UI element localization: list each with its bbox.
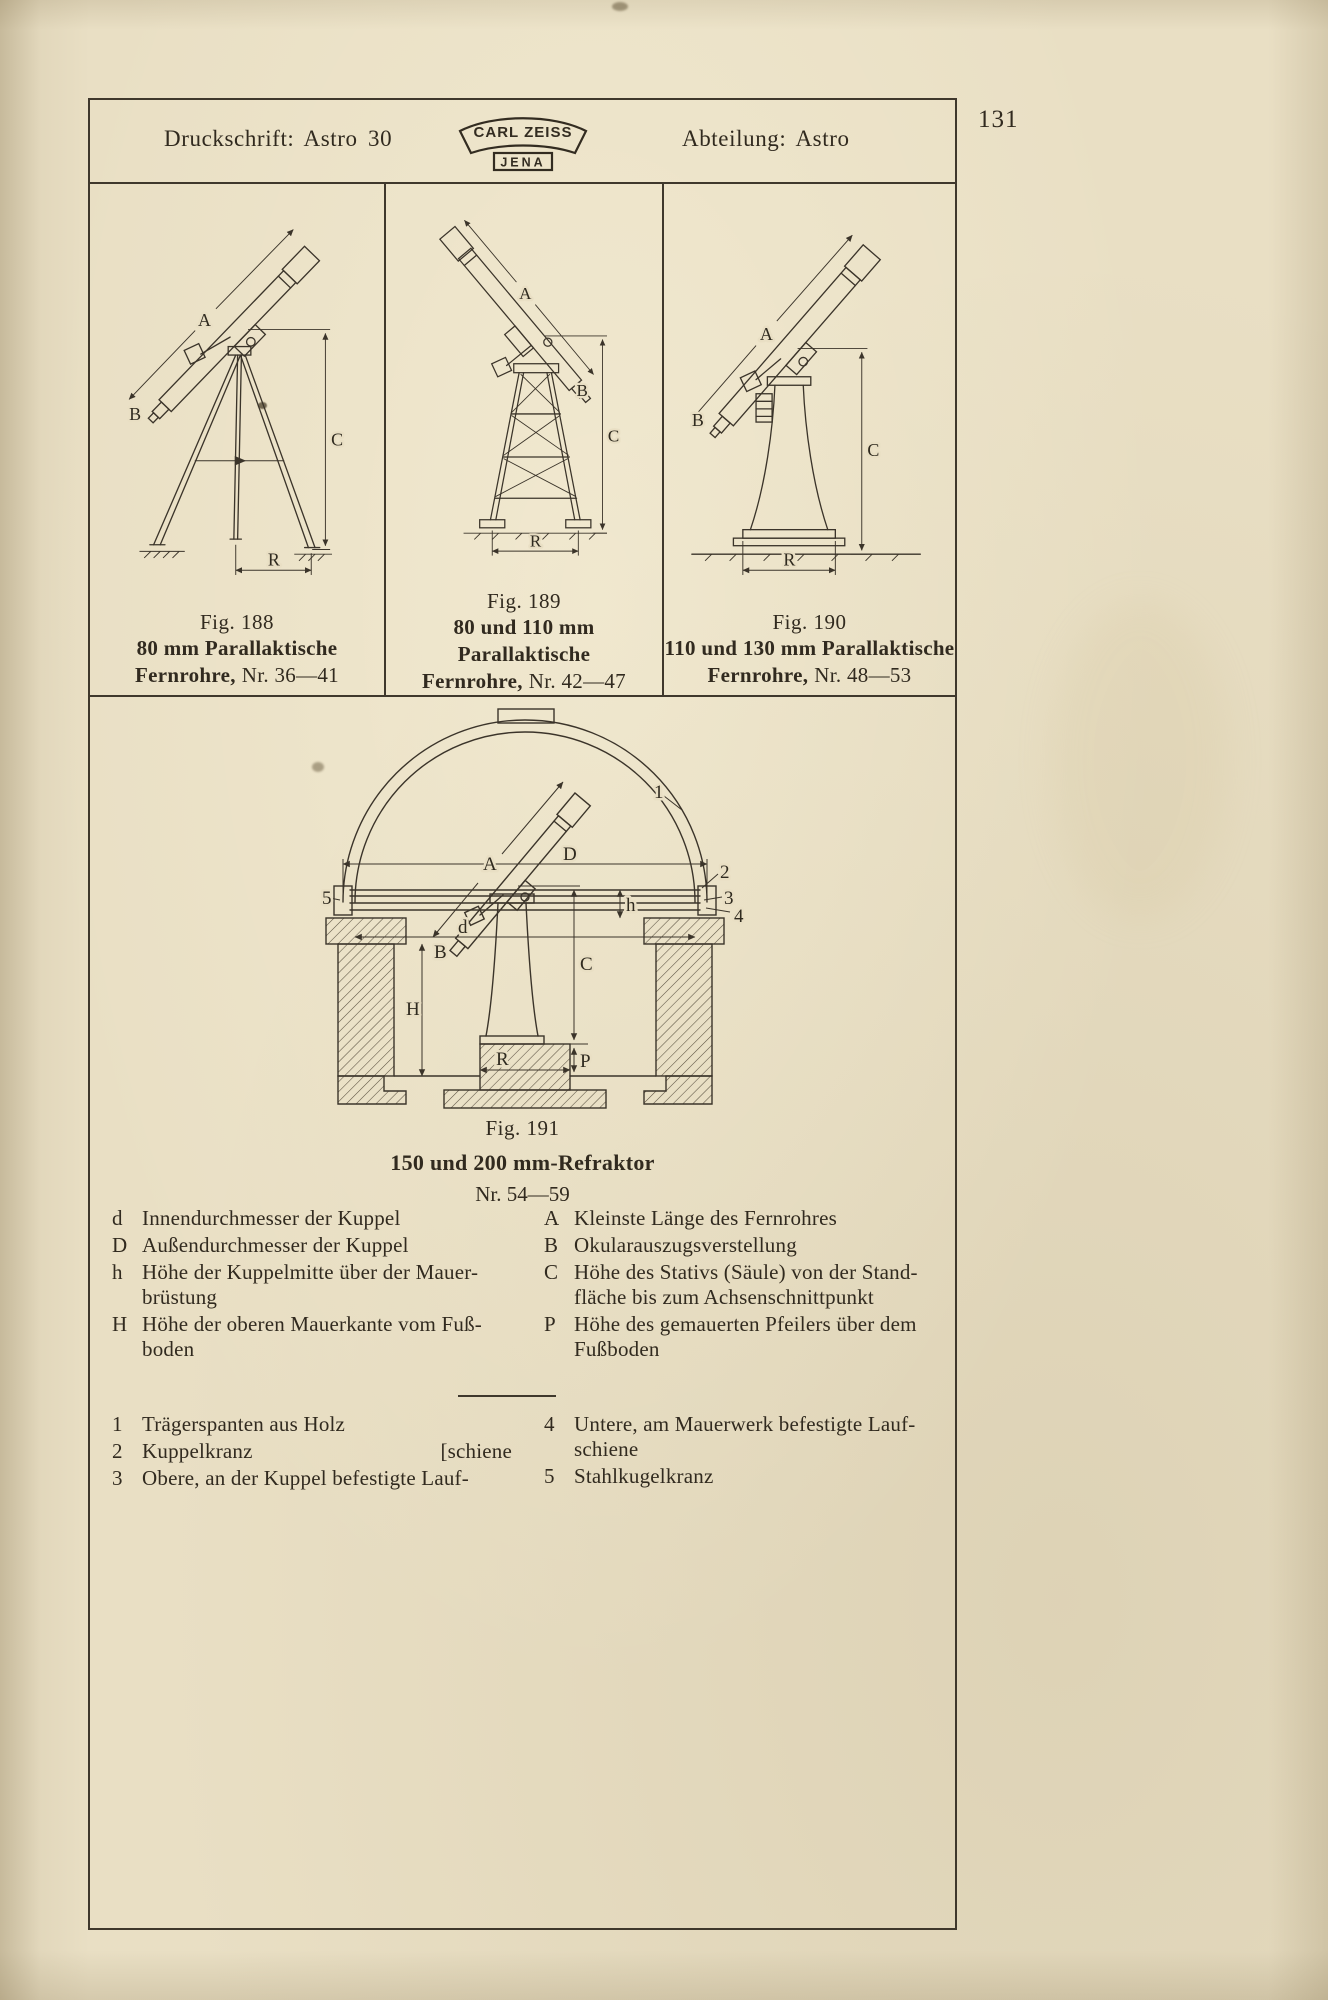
carl-zeiss-logo: CARL ZEISS JENA [458,117,587,172]
panel-fig190: A B C R Fig. 190 110 und 130 mm Parallak… [664,182,955,695]
fig189-dim-a: A [520,284,533,303]
fig188-dim-a: A [198,310,211,330]
legend-item-P: P Höhe des gemauerten Pfeilers über dem … [544,1312,917,1361]
legend-item-1: 1 Trägerspanten aus Holz [112,1412,346,1436]
fig191-dim-dd: D [563,844,577,865]
page-number: 131 [978,106,1019,133]
fig191-dim-hh: H [406,999,420,1020]
fig191-dim-c: C [580,954,593,975]
fig191-callout-4: 4 [734,906,744,927]
header-left-text: Druckschrift: Astro 30 [164,126,393,151]
fig189-label: Fig. 189 [486,589,561,613]
figure-panels-row: A B C R Fig. 188 80 mm Parallaktische Fe… [90,182,955,697]
fig191-caption-title: 150 und 200 mm-Refraktor [390,1150,655,1175]
legend-separator-rule [458,1395,556,1397]
fig188-dim-c: C [331,430,343,450]
legend-item-5: 5 Stahlkugelkranz [544,1464,714,1488]
legend-letters-right: A Kleinste Länge des Fernrohres B Okular… [544,1206,948,1364]
fig191-label: Fig. 191 [485,1116,560,1140]
fig191-dim-h: h [626,895,636,916]
fig188-label: Fig. 188 [199,610,274,634]
fig189-drawing: A B C R [439,219,622,556]
fig189-dim-r: R [530,532,542,551]
legend-item-2: 2 Kuppelkranz [schiene [112,1439,512,1463]
legend-letters-left: d Innendurchmesser der Kuppel D Außendur… [112,1206,520,1364]
fig189-dim-c: C [608,427,619,446]
fig190-caption: 110 und 130 mm Parallaktische Fernrohre,… [664,636,955,687]
page-frame: Druckschrift: Astro 30 CARL ZEISS JENA A… [88,98,957,1930]
legend-item-C: C Höhe des Stativs (Säule) von der Stand… [544,1260,918,1309]
paper-stain-right [1050,600,1230,920]
fig191-dim-b: B [434,942,447,963]
logo-text-bottom: JENA [500,156,545,170]
logo-text-top: CARL ZEISS [473,124,572,141]
fig191-caption-nr: Nr. 54—59 [475,1182,570,1206]
fig188-dim-r: R [268,550,280,570]
legend-item-3: 3 Obere, an der Kuppel befestigte Lauf- [112,1466,469,1490]
header-right-text: Abteilung: Astro [682,126,850,151]
fig190-dim-b: B [692,410,704,430]
fig191-dim-a: A [483,854,497,875]
fig189-dim-b: B [577,381,588,400]
fig190-label: Fig. 190 [772,610,847,634]
paper-smudge-top [612,2,628,11]
fig189-caption: 80 und 110 mm Parallaktische Fernrohre,N… [422,615,626,693]
fig188-dim-b: B [129,404,141,424]
fig190-drawing: A B C R [689,234,921,575]
panel-fig189: A B C R Fig. 189 80 und 110 mm Parallakt… [386,182,664,695]
legend-item-A: A Kleinste Länge des Fernrohres [544,1206,837,1230]
fig191-dim-d: d [458,917,468,938]
legend-item-4: 4 Untere, am Mauerwerk befestigte Lauf- … [544,1412,916,1461]
panel-fig188: A B C R Fig. 188 80 mm Parallaktische Fe… [90,182,386,695]
fig190-dim-a: A [759,324,772,344]
fig191-callout-1: 1 [654,782,664,803]
legend-numbers-right: 4 Untere, am Mauerwerk befestigte Lauf- … [544,1412,948,1491]
legend-item-2-annex: [schiene [440,1439,512,1463]
legend-item-H: H Höhe der oberen Mauerkante vom Fuß- bo… [112,1312,482,1361]
fig191-callout-3: 3 [724,888,734,909]
legend-item-B: B Okularauszugsverstellung [544,1233,797,1257]
fig191-callout-2: 2 [720,862,730,883]
fig191-dim-r: R [496,1049,509,1070]
fig191-dim-p: P [580,1051,591,1072]
legend-item-D: D Außendurchmesser der Kuppel [112,1233,409,1257]
fig190-dim-r: R [783,550,795,570]
fig190-dim-c: C [867,440,879,460]
legend-numbers-left: 1 Trägerspanten aus Holz 2 Kuppelkranz [… [112,1412,520,1493]
fig188-drawing: A B C R [127,229,345,575]
legend-item-h: h Höhe der Kuppelmitte über der Mauer- b… [112,1260,479,1309]
fig191-callout-5: 5 [322,888,332,909]
header: Druckschrift: Astro 30 CARL ZEISS JENA A… [90,100,955,184]
fig188-caption: 80 mm Parallaktische Fernrohre,Nr. 36—41 [135,636,339,687]
legend-item-d: d Innendurchmesser der Kuppel [112,1206,401,1230]
fig191-drawing: A B C D d h H P R 1 2 3 4 5 [320,708,747,1109]
